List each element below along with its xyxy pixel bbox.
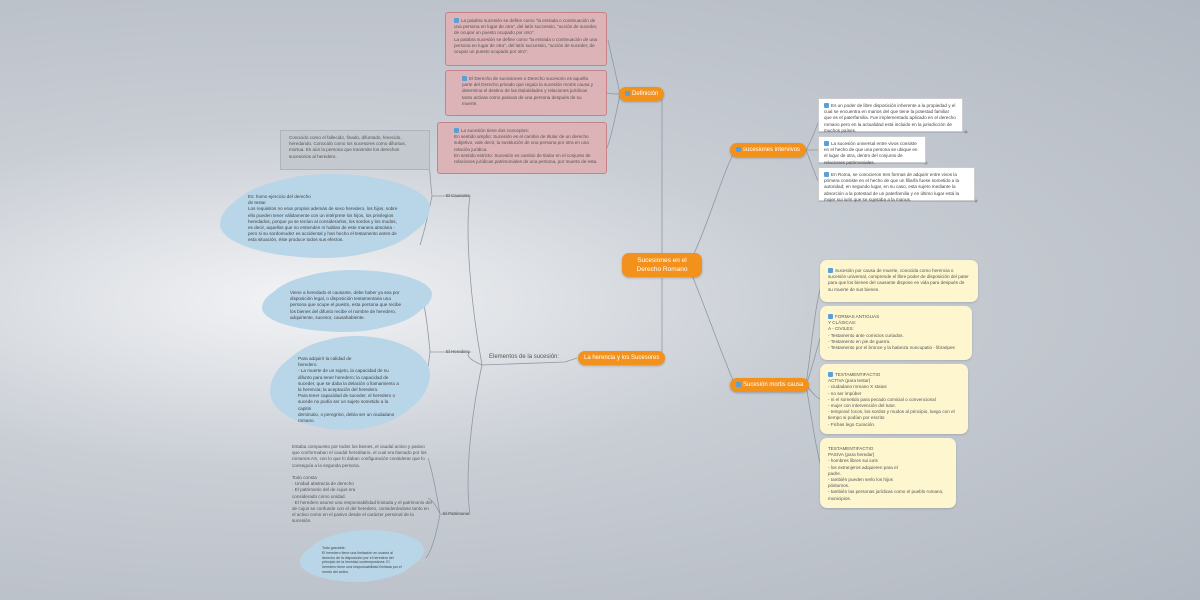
- info-icon: [454, 128, 459, 133]
- note-icon: [625, 91, 630, 96]
- causante-label[interactable]: El Causante: [446, 193, 470, 198]
- info-icon: [824, 172, 829, 177]
- info-icon: [824, 103, 829, 108]
- topic-label: Sucesión mortis causa: [743, 382, 804, 388]
- note-text: Es un poder de libre disposición inheren…: [824, 103, 956, 133]
- note-text: FORMAS ANTIGUAS Y CLÁSICAS: A - CIVILES:…: [828, 314, 955, 351]
- note-text: El Derecho de sucesiones o Derecho suces…: [462, 76, 593, 106]
- topic-definicion[interactable]: Definición: [619, 87, 665, 101]
- heredero-label[interactable]: El Heredero: [446, 349, 470, 354]
- topic-mortis-causa[interactable]: Sucesión mortis causa: [730, 378, 810, 392]
- info-icon: [828, 268, 833, 273]
- definicion-note-2[interactable]: El Derecho de sucesiones o Derecho suces…: [445, 70, 607, 116]
- info-icon: [454, 18, 459, 23]
- note-text: En Roma, se conocieron tres formas de ad…: [824, 172, 960, 202]
- info-icon: [828, 314, 833, 319]
- topic-intervivos[interactable]: sucesiones intervivos: [730, 143, 807, 157]
- intervivos-note-3[interactable]: En Roma, se conocieron tres formas de ad…: [818, 167, 975, 202]
- patrimonio-note-1[interactable]: Estaba compuesto por todos los bienes, e…: [292, 444, 427, 468]
- definicion-note-1[interactable]: La palabra sucesión se define como "la e…: [445, 12, 607, 66]
- causante-cloud[interactable]: Es: homo ejercicio del derecho de testar…: [230, 180, 420, 252]
- note-text: La sucesión tiene dos conceptos: En sent…: [454, 128, 598, 165]
- patrimonio-label[interactable]: El Patrimonio: [443, 511, 470, 516]
- causante-note[interactable]: Conocido como el fallecido, finado, difu…: [280, 130, 430, 170]
- mortis-note-2[interactable]: FORMAS ANTIGUAS Y CLÁSICAS: A - CIVILES:…: [820, 306, 972, 360]
- topic-label: sucesiones intervivos: [743, 147, 801, 153]
- heredero-cloud-2[interactable]: Para adquirir la calidad de heredero. - …: [280, 342, 420, 424]
- mortis-note-4[interactable]: TESTAMENTIFACTIO PASIVA (para heredar) -…: [820, 438, 956, 508]
- topic-herencia[interactable]: La herencia y los Sucesores: [578, 351, 666, 365]
- info-icon: [462, 76, 467, 81]
- note-icon: [736, 147, 741, 152]
- note-text: Sucesión por causa de muerte, conocida c…: [828, 268, 969, 292]
- topic-label: Definición: [632, 91, 659, 97]
- patrimonio-note-2[interactable]: Todo consta · Unidad abstracta de derech…: [292, 475, 432, 524]
- mortis-note-3[interactable]: TESTAMENTIFACTIO ACTIVA (para testar) - …: [820, 364, 968, 434]
- heredero-cloud-1[interactable]: Viene a heredado el causante, debe haber…: [272, 276, 422, 326]
- note-text: TESTAMENTIFACTIO ACTIVA (para testar) - …: [828, 372, 955, 427]
- intervivos-note-2[interactable]: La sucesión universal entre vivos consis…: [818, 136, 926, 165]
- definicion-note-3[interactable]: La sucesión tiene dos conceptos: En sent…: [437, 122, 607, 174]
- elementos-label[interactable]: Elementos de la sucesión:: [489, 354, 560, 360]
- info-icon: [828, 372, 833, 377]
- patrimonio-cloud[interactable]: Todo gravable: El heredero tiene una lim…: [310, 536, 414, 576]
- mortis-note-1[interactable]: Sucesión por causa de muerte, conocida c…: [820, 260, 978, 302]
- note-icon: [736, 382, 741, 387]
- note-text: La palabra sucesión se define como "la e…: [454, 18, 598, 55]
- note-text: La sucesión universal entre vivos consis…: [824, 141, 918, 165]
- intervivos-note-1[interactable]: Es un poder de libre disposición inheren…: [818, 98, 963, 133]
- central-topic[interactable]: Sucesiones en el Derecho Romano: [622, 253, 702, 277]
- note-text: TESTAMENTIFACTIO PASIVA (para heredar) -…: [828, 446, 944, 501]
- info-icon: [824, 141, 829, 146]
